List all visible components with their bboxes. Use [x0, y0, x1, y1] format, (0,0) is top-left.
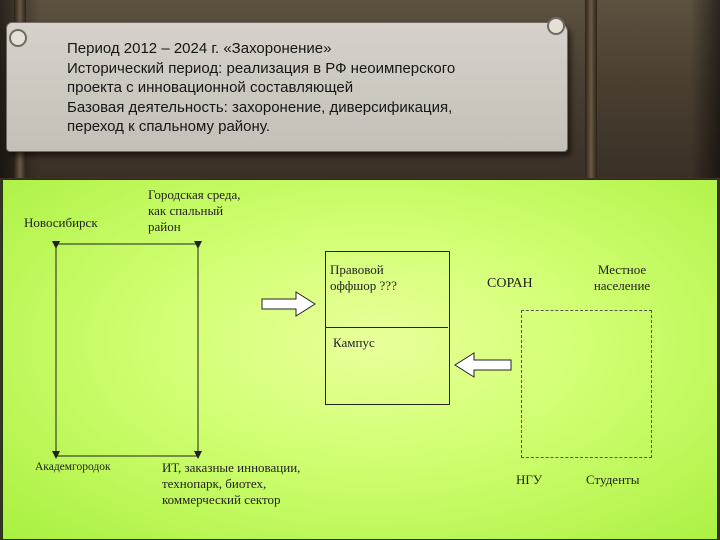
- label-line: технопарк, биотех,: [162, 476, 300, 492]
- label-line: оффшор ???: [330, 278, 397, 294]
- label-campus: Кампус: [333, 335, 375, 351]
- label-line: Городская среда,: [148, 187, 241, 203]
- label-ngu: НГУ: [516, 472, 542, 488]
- label-line: население: [586, 278, 658, 294]
- label-local-population: Местное население: [586, 262, 658, 294]
- label-line: ИТ, заказные инновации,: [162, 460, 300, 476]
- label-students: Студенты: [586, 472, 639, 488]
- label-novosibirsk: Новосибирск: [24, 215, 98, 231]
- label-line: Местное: [586, 262, 658, 278]
- label-city-env: Городская среда, как спальный район: [148, 187, 241, 235]
- label-line: коммерческий сектор: [162, 492, 300, 508]
- arrow-to-campus: [455, 353, 511, 377]
- label-it-innovations: ИТ, заказные инновации, технопарк, биоте…: [162, 460, 300, 508]
- label-legal-offshore: Правовой оффшор ???: [330, 262, 397, 294]
- label-line: как спальный: [148, 203, 241, 219]
- label-soran: СОРАН: [487, 276, 533, 292]
- arrow-to-offshore: [262, 292, 315, 316]
- label-line: Правовой: [330, 262, 397, 278]
- label-line: район: [148, 219, 241, 235]
- label-akademgorodok: Академгородок: [35, 459, 111, 475]
